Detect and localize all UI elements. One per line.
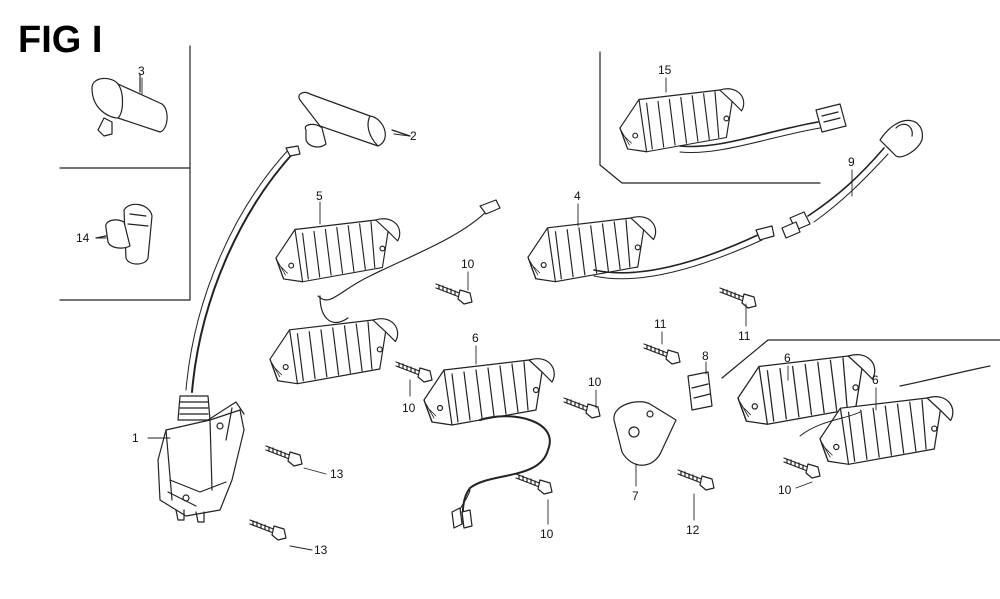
callout-13a: 13 <box>330 467 344 481</box>
callout-2: 2 <box>410 129 417 143</box>
bolt-10-a <box>435 283 473 305</box>
ignition-coil-1 <box>157 145 301 523</box>
inset-box-left <box>59 45 191 301</box>
callout-10d: 10 <box>540 527 554 541</box>
callout-1: 1 <box>132 431 139 445</box>
bracket-7 <box>613 401 677 466</box>
callout-11b: 11 <box>738 329 751 343</box>
callout-5: 5 <box>316 189 323 203</box>
figure-title: FIG I <box>18 19 102 61</box>
callout-12: 12 <box>686 523 700 537</box>
bolt-10-d <box>515 473 553 495</box>
bolt-13-b <box>249 519 287 541</box>
spark-plug-cap-3 <box>91 73 168 137</box>
bolt-11-a <box>719 287 757 309</box>
callout-14: 14 <box>76 231 90 245</box>
callout-4: 4 <box>574 189 581 203</box>
bolt-11-b <box>643 343 681 365</box>
bolt-13-a <box>265 445 303 467</box>
callout-8: 8 <box>702 349 709 363</box>
callout-13b: 13 <box>314 543 328 557</box>
bolt-10-c <box>563 397 601 419</box>
leader-lines <box>95 77 877 551</box>
coil-5 <box>269 199 501 385</box>
coil-6-center <box>423 358 555 529</box>
inset-box-top-right <box>599 51 821 184</box>
clip-8 <box>687 371 713 411</box>
callout-10b: 10 <box>402 401 416 415</box>
inset-box-bottom-right <box>721 339 1000 379</box>
spark-plug-cap-2 <box>298 91 411 148</box>
bolt-12 <box>677 469 715 491</box>
callout-9: 9 <box>848 155 855 169</box>
callout-6b: 6 <box>784 351 791 365</box>
coil-15 <box>619 88 847 154</box>
wire-harness-9 <box>781 119 923 239</box>
spark-plug-cap-14 <box>95 203 153 265</box>
callout-10e: 10 <box>778 483 792 497</box>
callout-10a: 10 <box>461 257 475 271</box>
callout-3: 3 <box>138 64 145 78</box>
coil-6-right-b <box>799 365 991 465</box>
callout-10c: 10 <box>588 375 602 389</box>
callout-7: 7 <box>632 489 639 503</box>
bolt-10-e <box>783 457 821 479</box>
callout-6a: 6 <box>472 331 479 345</box>
callout-15: 15 <box>658 63 672 77</box>
callout-11a: 11 <box>654 317 667 331</box>
bolt-10-b <box>395 361 433 383</box>
callout-6c: 6 <box>872 373 879 387</box>
coil-4 <box>527 216 775 283</box>
